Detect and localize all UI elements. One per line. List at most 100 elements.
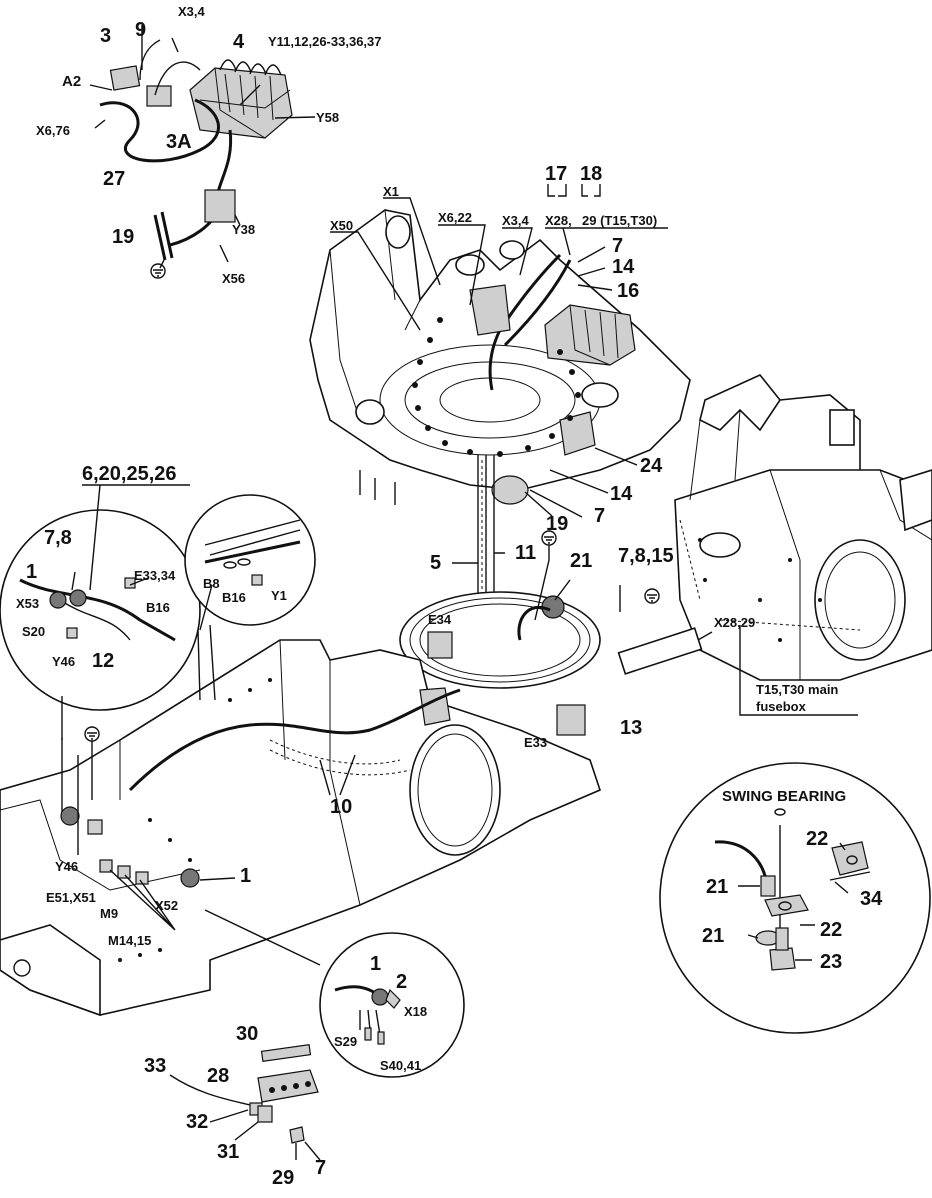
label-x56: X56 (222, 271, 245, 286)
label-x18: X18 (404, 1004, 427, 1019)
label-x52: X52 (155, 898, 178, 913)
swing-ring (399, 530, 601, 736)
label-s20: S20 (22, 624, 45, 639)
label-swing-bearing: SWING BEARING (722, 788, 846, 805)
label-22-b: 22 (820, 919, 842, 941)
detail-circle-mid (184, 494, 316, 701)
label-e34: E34 (428, 612, 452, 627)
label-b16-a: B16 (146, 600, 170, 615)
label-23: 23 (820, 951, 842, 973)
label-y1: Y1 (271, 588, 287, 603)
label-y-top: Y11,12,26-33,36,37 (268, 34, 382, 49)
label-b8: B8 (203, 576, 220, 591)
label-3: 3 (100, 25, 111, 47)
cable-19 (153, 211, 174, 261)
fuse-parts (169, 1044, 321, 1161)
ground-symbol-top (150, 263, 166, 279)
label-78: 7,8 (44, 527, 72, 549)
label-9: 9 (135, 19, 146, 41)
label-12: 12 (92, 650, 114, 672)
label-21-a: 21 (570, 550, 592, 572)
label-b16-b: B16 (222, 590, 246, 605)
label-fusebox-1: T15,T30 main (756, 682, 838, 697)
label-fusebox-2: fusebox (756, 699, 807, 714)
label-e3334: E33,34 (134, 568, 176, 583)
upper-leader-lines (330, 184, 668, 518)
label-33: 33 (144, 1055, 166, 1077)
upper-frame-outline (309, 209, 691, 491)
label-y46-b: Y46 (55, 859, 78, 874)
label-y58: Y58 (316, 110, 339, 125)
label-29-t15t30: 29 (T15,T30) (582, 213, 657, 228)
label-1-b: 1 (240, 865, 251, 887)
label-1-c: 1 (370, 953, 381, 975)
label-e33: E33 (524, 735, 547, 750)
callout-labels: X3,4 9 3 4 Y11,12,26-33,36,37 A2 X6,76 3… (16, 4, 883, 1189)
label-10: 10 (330, 796, 352, 818)
label-22-a: 22 (806, 828, 828, 850)
upper-structure (309, 209, 691, 505)
label-18: 18 (580, 163, 602, 185)
swing-bearing-detail (659, 762, 931, 1034)
lower-ring (409, 724, 501, 856)
label-m1415: M14,15 (108, 933, 151, 948)
harness-27 (99, 98, 220, 163)
label-m9: M9 (100, 906, 118, 921)
label-7815: 7,8,15 (618, 545, 674, 567)
valve-block-4 (189, 67, 293, 139)
label-x34-top: X3,4 (178, 4, 206, 19)
label-19-top: 19 (112, 226, 134, 248)
valve-y38 (204, 189, 236, 223)
module-3a (146, 85, 172, 107)
detail-circle-left-border (0, 509, 201, 711)
right-chassis (617, 374, 932, 716)
label-s29: S29 (334, 1034, 357, 1049)
label-13: 13 (620, 717, 642, 739)
label-21-b: 21 (706, 876, 728, 898)
label-x1: X1 (383, 184, 399, 199)
top-harness-group (89, 25, 316, 279)
label-11: 11 (515, 542, 536, 564)
lower-frame (0, 559, 601, 1017)
valve-block-4-detail (199, 67, 291, 139)
label-27: 27 (103, 168, 125, 190)
label-s4041: S40,41 (380, 1058, 421, 1073)
label-x53: X53 (16, 596, 39, 611)
label-x622: X6,22 (438, 210, 472, 225)
label-1-a: 1 (26, 561, 37, 583)
label-x34-mid: X3,4 (502, 213, 530, 228)
detail-circle-mid-border (184, 494, 316, 626)
label-y46-a: Y46 (52, 654, 75, 669)
label-e51: E51,X51 (46, 890, 96, 905)
label-6202526: 6,20,25,26 (82, 463, 177, 485)
label-7-c: 7 (315, 1157, 326, 1179)
label-21-c: 21 (702, 925, 724, 947)
label-2: 2 (396, 971, 407, 993)
label-19-mid: 19 (546, 513, 568, 535)
label-4: 4 (233, 31, 245, 53)
label-14-a: 14 (612, 256, 635, 278)
detail-circle-bottom (204, 909, 465, 1078)
label-29-bottom: 29 (272, 1167, 294, 1189)
label-3a: 3A (166, 131, 192, 153)
label-x2829: X28,29 (714, 615, 755, 630)
label-14-b: 14 (610, 483, 633, 505)
label-x28: X28, (545, 213, 572, 228)
label-28: 28 (207, 1065, 229, 1087)
label-30: 30 (236, 1023, 258, 1045)
label-24: 24 (640, 455, 663, 477)
label-7-a: 7 (612, 235, 623, 257)
label-x50: X50 (330, 218, 353, 233)
label-x676: X6,76 (36, 123, 70, 138)
label-34: 34 (860, 888, 883, 910)
label-32: 32 (186, 1111, 208, 1133)
label-y38: Y38 (232, 222, 255, 237)
label-17: 17 (545, 163, 567, 185)
label-a2: A2 (62, 73, 81, 90)
fuse-block-28 (257, 1069, 319, 1103)
label-5: 5 (430, 552, 441, 574)
label-7-b: 7 (594, 505, 605, 527)
module-3 (109, 65, 141, 91)
